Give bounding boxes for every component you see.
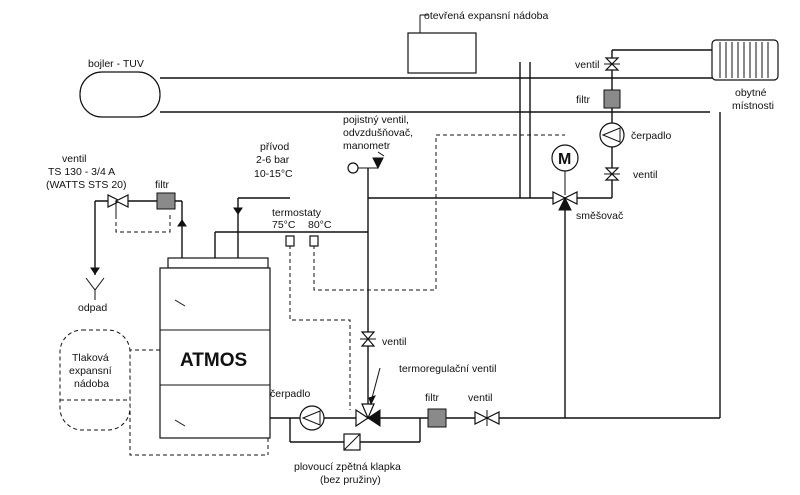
filter-bottom-label: filtr: [425, 392, 440, 404]
valve-top-right-label: ventil: [575, 59, 600, 71]
ts-valve: ventil TS 130 - 3/4 A (WATTS STS 20): [46, 153, 129, 215]
safety-valve-label-3: manometr: [343, 140, 391, 152]
thermo-reg-valve: termoregulační ventil: [355, 363, 496, 428]
rooms-label-2: místnosti: [732, 100, 774, 112]
check-valve-label-1: plovoucí zpětná klapka: [294, 461, 401, 473]
filter-top-left-label: filtr: [155, 179, 170, 191]
filter-right: filtr: [576, 89, 621, 109]
valve-ts-label-3: (WATTS STS 20): [46, 179, 127, 191]
pressure-tank-label-2: expansní: [69, 365, 112, 377]
water-supply: přívod 2-6 bar 10-15°C: [233, 141, 293, 215]
valve-right-lower: ventil: [604, 167, 658, 181]
open-expansion-tank: otevřená expansní nádoba: [407, 10, 549, 74]
filter-right-label: filtr: [576, 94, 591, 106]
pump-bottom: čerpadlo: [270, 388, 325, 431]
pump-bottom-label: čerpadlo: [270, 388, 310, 400]
open-tank-label: otevřená expansní nádoba: [424, 10, 549, 22]
boiler-tuv: bojler - TUV: [79, 58, 161, 118]
filter-bottom: filtr: [425, 392, 447, 428]
pressure-expansion-tank: Tlaková expansní nádoba: [59, 329, 131, 431]
check-valve: plovoucí zpětná klapka (bez pružiny): [294, 433, 401, 486]
valve-ts-label-1: ventil: [62, 153, 87, 165]
rooms-label-1: obytné: [735, 87, 767, 99]
pump-right: čerpadlo: [599, 122, 671, 148]
safety-valve-label-2: odvzdušňovač,: [343, 127, 413, 139]
supply-label-1: přívod: [260, 141, 289, 153]
atmos-boiler: ATMOS: [159, 257, 271, 439]
supply-label-2: 2-6 bar: [256, 154, 290, 166]
thermostats-label: termostaty: [272, 207, 322, 219]
motor-letter: M: [558, 151, 571, 168]
boiler-tuv-label: bojler - TUV: [88, 58, 144, 70]
safety-valve-group: pojistný ventil, odvzdušňovač, manometr: [343, 114, 413, 174]
valve-middle: ventil: [360, 331, 407, 348]
thermostat-75-label: 75°C: [272, 219, 296, 231]
valve-middle-label: ventil: [382, 336, 407, 348]
thermostat-80-label: 80°C: [308, 219, 332, 231]
pipe-network: [94, 49, 721, 443]
pressure-tank-label-3: nádoba: [74, 378, 109, 390]
filter-top-left: filtr: [155, 179, 187, 227]
pressure-tank-label-1: Tlaková: [72, 352, 109, 364]
check-valve-label-2: (bez pružiny): [320, 474, 381, 486]
pump-right-label: čerpadlo: [631, 130, 671, 142]
thermostats: termostaty 75°C 80°C: [272, 207, 332, 247]
valve-ts-label-2: TS 130 - 3/4 A: [48, 166, 115, 178]
valve-bottom-label: ventil: [468, 392, 493, 404]
safety-valve-label-1: pojistný ventil,: [343, 114, 409, 126]
mixer-label: směšovač: [576, 210, 623, 222]
thermo-reg-valve-label: termoregulační ventil: [399, 363, 496, 375]
drain: odpad: [78, 267, 107, 314]
mixer-valve: směšovač: [552, 191, 623, 222]
boiler-brand-label: ATMOS: [180, 350, 247, 371]
motor-symbol: M: [551, 144, 579, 195]
valve-top-right: ventil: [575, 57, 620, 71]
manometer-icon: [347, 162, 359, 174]
radiator: obytné místnosti: [711, 39, 779, 112]
valve-right-lower-label: ventil: [633, 169, 658, 181]
valve-bottom: ventil: [468, 392, 500, 426]
drain-label: odpad: [78, 302, 107, 314]
supply-label-3: 10-15°C: [254, 168, 293, 180]
